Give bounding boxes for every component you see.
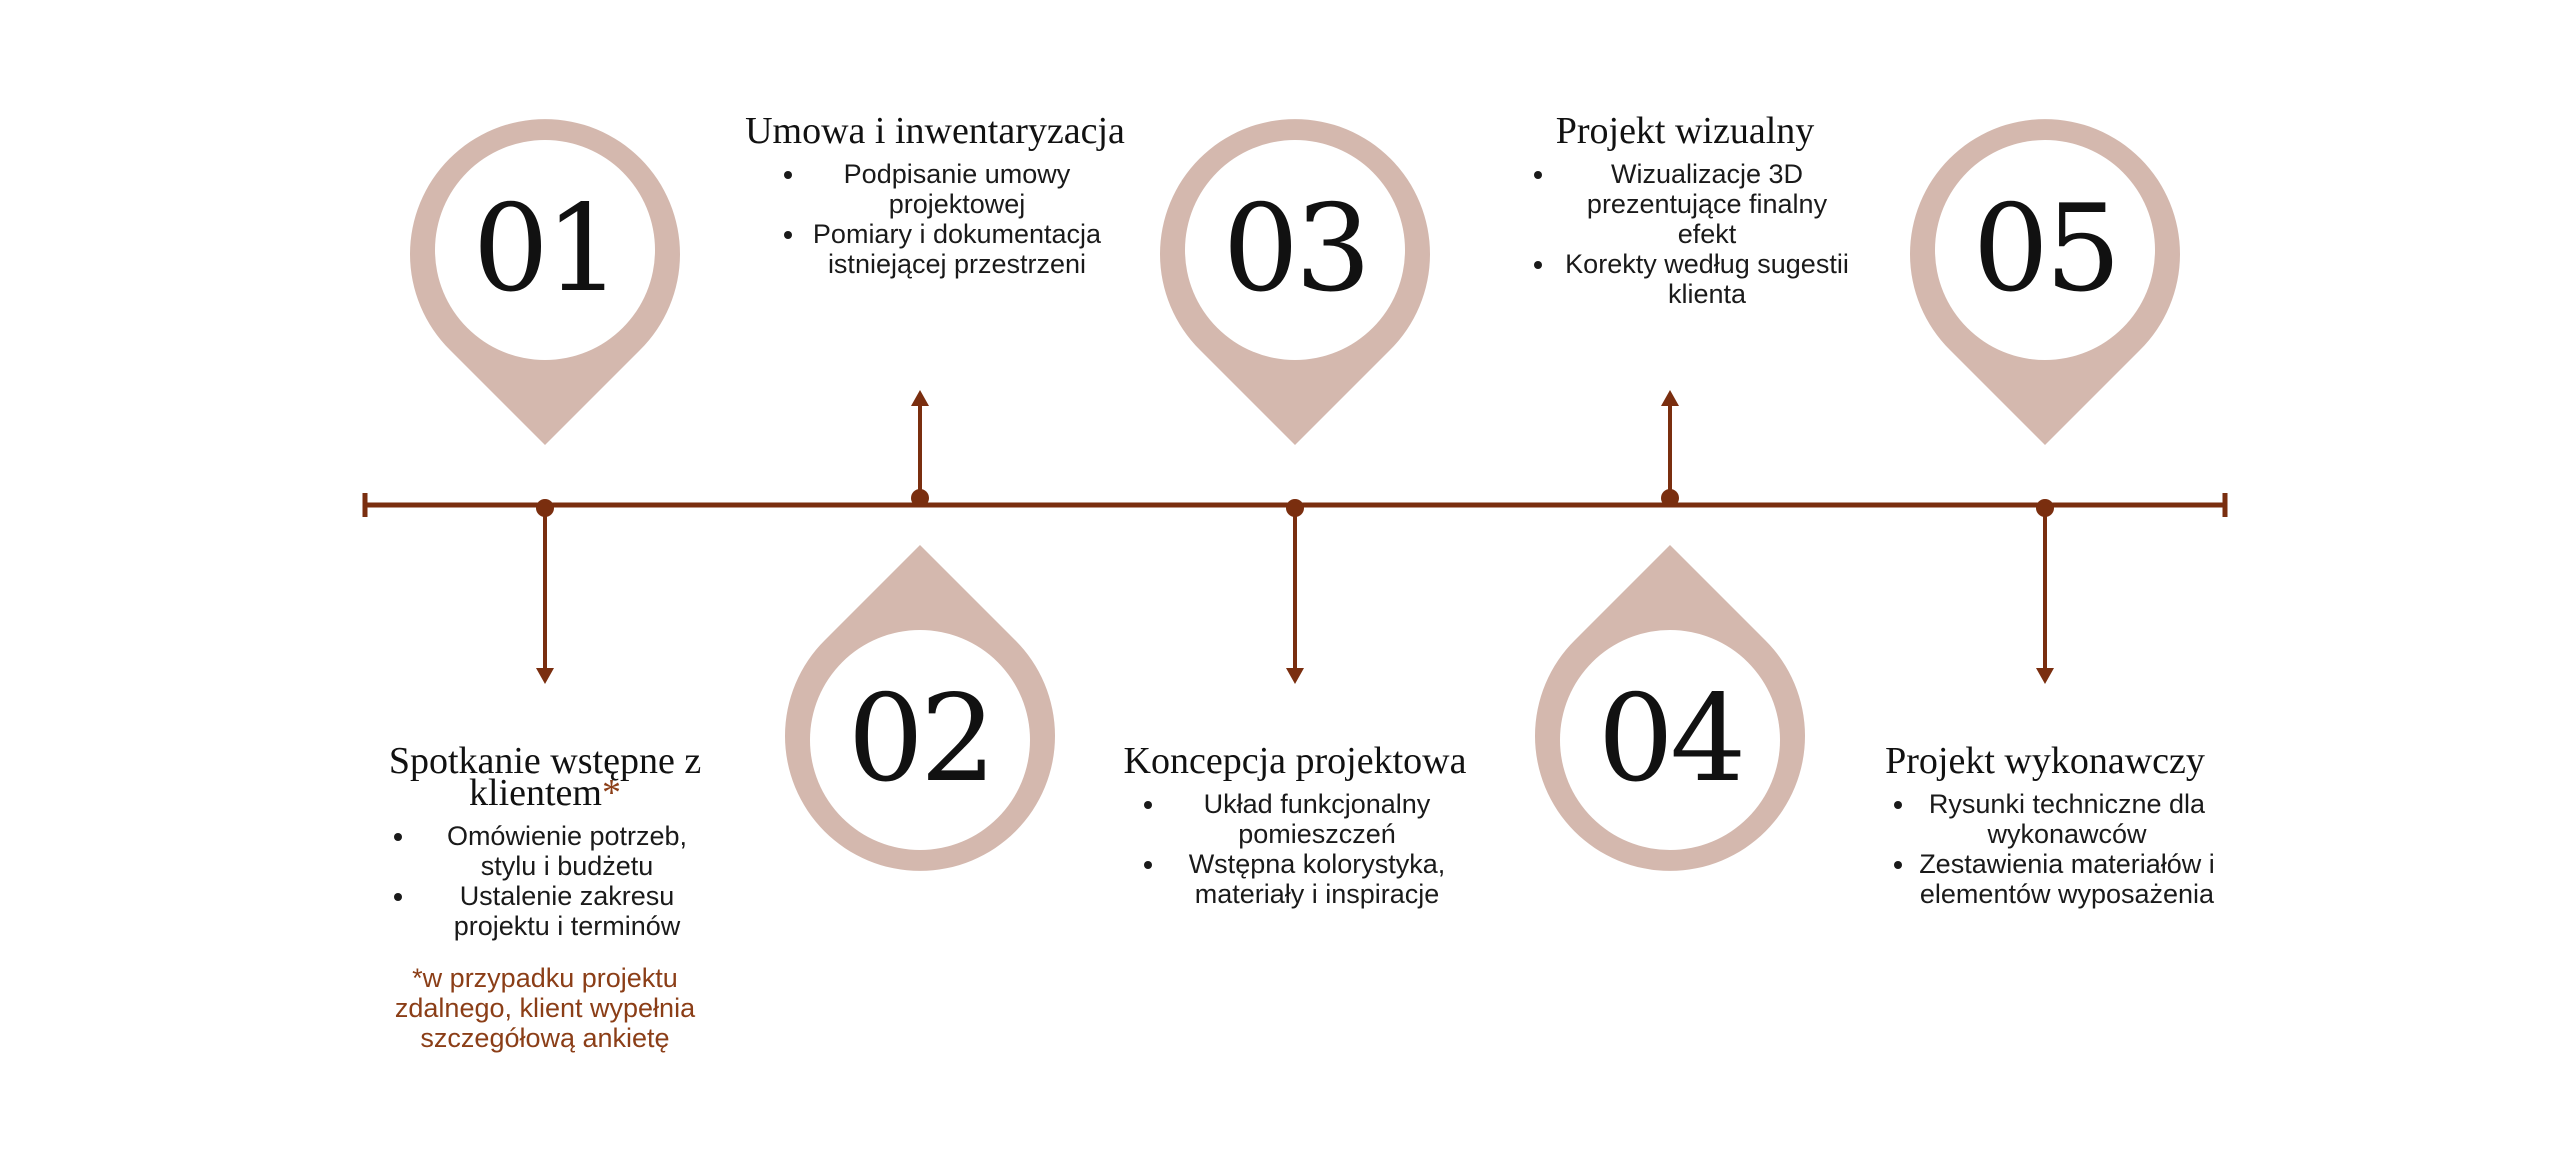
step-04-bullets: Wizualizacje 3D prezentujące finalny efe… [1513,159,1857,309]
step-02-connector [911,390,929,507]
step-03-number: 03 [1223,180,1368,319]
list-item: Zestawienia materiałów i elementów wypos… [1917,849,2217,909]
step-03-bullets: Układ funkcjonalny pomieszczeń Wstępna k… [1123,789,1467,909]
step-01-bullets: Omówienie potrzeb, stylu i budżetu Ustal… [373,821,717,941]
list-item: Wstępna kolorystyka, materiały i inspira… [1167,849,1467,909]
list-item: Omówienie potrzeb, stylu i budżetu [417,821,717,881]
step-03-connector [1286,499,1304,684]
step-02-title: Umowa i inwentaryzacja [745,110,1125,152]
step-04-text: Projekt wizualny Wizualizacje 3D prezent… [1470,110,1900,309]
list-item: Wizualizacje 3D prezentujące finalny efe… [1557,159,1857,249]
step-01-number: 01 [473,180,618,319]
step-02-number: 02 [848,670,993,809]
step-05-title: Projekt wykonawczy [1885,740,2205,782]
step-03-title: Koncepcja projektowa [1123,740,1467,782]
list-item: Pomiary i dokumentacja istniejącej przes… [807,219,1107,279]
list-item: Rysunki techniczne dla wykonawców [1917,789,2217,849]
step-04-number: 04 [1598,670,1743,809]
step-02-pin: 02 [784,545,1055,871]
list-item: Podpisanie umowy projektowej [807,159,1107,219]
step-01-note: *w przypadku projektu zdalnego, klient w… [394,963,696,1053]
step-05-pin: 05 [1909,119,2180,446]
step-05-number: 05 [1973,180,2118,319]
step-03-text: Koncepcja projektowa Układ funkcjonalny … [1080,740,1510,909]
list-item: Korekty według sugestii klienta [1557,249,1857,309]
step-04-connector [1661,390,1679,507]
step-01-text: Spotkanie wstępne z klientem* Omówienie … [330,740,760,1053]
step-01-title-mark: * [601,772,621,814]
step-01-pin: 01 [409,119,680,445]
step-03-pin: 03 [1159,119,1430,445]
step-05-text: Projekt wykonawczy Rysunki techniczne dl… [1830,740,2260,909]
step-02-text: Umowa i inwentaryzacja Podpisanie umowy … [720,110,1150,279]
step-01-title: Spotkanie wstępne z klientem* [388,740,702,814]
step-04-pin: 04 [1534,545,1805,871]
list-item: Układ funkcjonalny pomieszczeń [1167,789,1467,849]
step-01-connector [536,499,554,684]
step-04-title: Projekt wizualny [1555,110,1815,152]
step-05-bullets: Rysunki techniczne dla wykonawców Zestaw… [1873,789,2217,909]
list-item: Ustalenie zakresu projektu i terminów [417,881,717,941]
step-02-bullets: Podpisanie umowy projektowej Pomiary i d… [763,159,1107,279]
step-05-connector [2036,499,2054,684]
